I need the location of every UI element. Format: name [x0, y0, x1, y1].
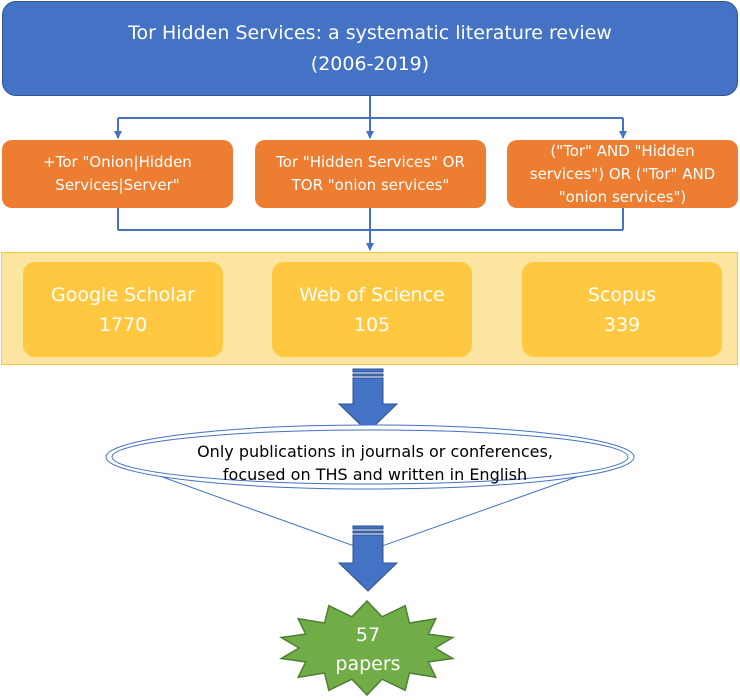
result-starburst — [278, 599, 456, 697]
query-line: Services|Server" — [55, 176, 180, 194]
query-line: "onion services") — [558, 187, 687, 206]
database-web-of-science: Web of Science 105 — [272, 262, 472, 357]
database-name: Web of Science — [299, 283, 445, 306]
database-count: 105 — [353, 313, 391, 336]
split-connector — [114, 96, 627, 139]
database-name: Google Scholar — [51, 283, 195, 306]
query-box-3: ("Tor" AND "Hidden services") OR ("Tor" … — [507, 140, 738, 208]
review-period: (2006-2019) — [310, 52, 430, 75]
query-box-2: Tor "Hidden Services" OR TOR "onion serv… — [255, 140, 486, 208]
database-scopus: Scopus 339 — [522, 262, 722, 357]
filter-line: focused on THS and written in English — [222, 465, 528, 484]
query-line: +Tor "Onion|Hidden — [43, 153, 192, 171]
review-title: Tor Hidden Services: a systematic litera… — [128, 21, 612, 44]
query-line: services") OR ("Tor" AND — [529, 164, 716, 183]
result-unit: papers — [335, 653, 401, 675]
result-count: 57 — [355, 624, 381, 646]
down-arrow-2 — [337, 525, 399, 592]
merge-connector — [117, 208, 624, 251]
database-count: 339 — [603, 313, 641, 336]
database-name: Scopus — [587, 283, 657, 306]
query-line: ("Tor" AND "Hidden — [550, 141, 695, 160]
filter-line: Only publications in journals or confere… — [197, 442, 553, 461]
filter-funnel — [105, 424, 635, 552]
review-title-box: Tor Hidden Services: a systematic litera… — [2, 1, 738, 96]
query-line: TOR "onion services" — [291, 176, 450, 194]
query-box-1: +Tor "Onion|Hidden Services|Server" — [2, 140, 233, 208]
down-arrow-1 — [337, 368, 399, 433]
filter-criteria: Only publications in journals or confere… — [160, 440, 590, 486]
database-count: 1770 — [98, 313, 148, 336]
query-line: Tor "Hidden Services" OR — [276, 153, 465, 171]
database-google-scholar: Google Scholar 1770 — [23, 262, 223, 357]
result-label: 57 papers — [298, 621, 438, 679]
